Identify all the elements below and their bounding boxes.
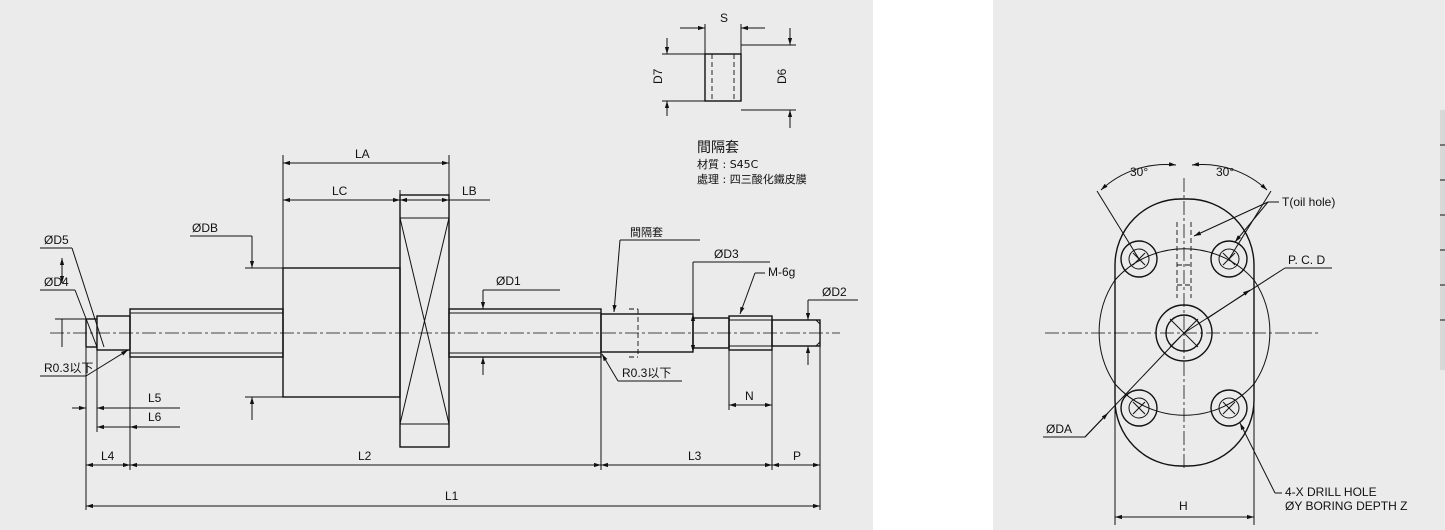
label-pcd: P. C. D [1288, 253, 1325, 267]
label-oil-hole: T(oil hole) [1282, 195, 1335, 209]
dim-m6g: M-6g [768, 265, 795, 279]
dim-l4: L4 [101, 449, 115, 463]
front-view: 30° 30° T(oil hole) P. C. D ØDA H 4-X DR… [1043, 162, 1407, 525]
spacer-title: 間隔套 [697, 140, 739, 156]
dim-lb: LB [462, 184, 477, 198]
left-panel [0, 0, 873, 530]
dim-d4: ØD4 [44, 275, 69, 289]
dim-lc: LC [332, 184, 348, 198]
dim-l5: L5 [148, 391, 162, 405]
edge-strip [1440, 110, 1445, 370]
dim-l6: L6 [148, 410, 162, 424]
dim-l2: L2 [358, 449, 372, 463]
dim-la: LA [355, 147, 370, 161]
dim-db: ØDB [192, 221, 218, 235]
spacer-material: 材質 : S45C [697, 157, 759, 171]
drill-note-line2: ØY BORING DEPTH Z [1285, 499, 1407, 513]
spacer-treatment: 處理 : 四三酸化鐵皮膜 [697, 172, 807, 186]
dim-p: P [793, 449, 801, 463]
dim-d1: ØD1 [496, 274, 521, 288]
spacer-detail: S D7 D6 間隔套 材質 : S45C 處理 : 四三酸化鐵皮膜 [651, 11, 807, 186]
right-panel [993, 0, 1445, 530]
dim-d5: ØD5 [44, 233, 69, 247]
dim-l1: L1 [445, 489, 459, 503]
dim-h: H [1179, 499, 1188, 513]
label-spacer: 間隔套 [630, 226, 663, 239]
dim-n: N [745, 389, 754, 403]
dim-d2: ØD2 [822, 285, 847, 299]
dim-d6: D6 [775, 68, 789, 84]
dim-l3: L3 [688, 449, 702, 463]
dim-r03-left: R0.3以下 [44, 361, 93, 375]
dim-d3: ØD3 [714, 247, 739, 261]
dim-s: S [720, 11, 728, 25]
dim-d7: D7 [651, 68, 665, 84]
label-da: ØDA [1046, 422, 1072, 436]
drill-note-line1: 4-X DRILL HOLE [1285, 485, 1377, 499]
dim-r03-right: R0.3以下 [622, 366, 671, 380]
angle-left: 30° [1130, 165, 1148, 179]
side-view: LA LC LB ØDB ØD5 ØD4 ØD1 間隔套 [40, 147, 858, 510]
angle-right: 30° [1216, 165, 1234, 179]
